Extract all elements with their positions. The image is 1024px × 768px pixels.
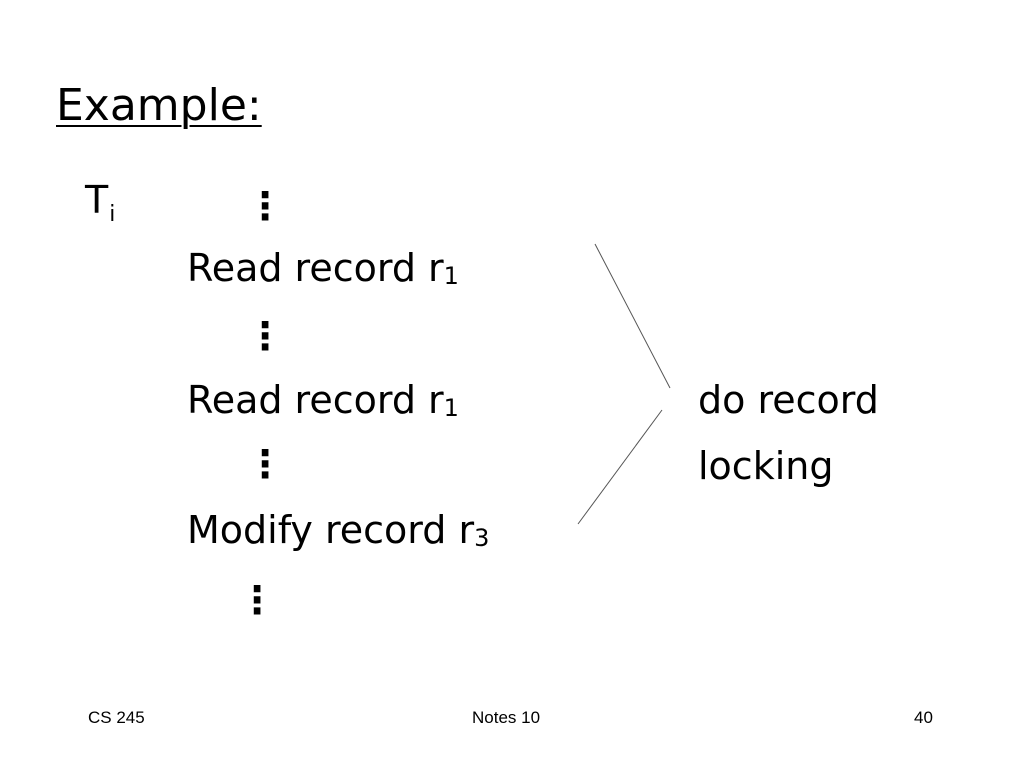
step-text: Read record r	[187, 246, 444, 290]
vertical-ellipsis: ⋮	[246, 442, 284, 486]
annotation-line-1: do record	[698, 378, 879, 422]
transaction-subscript: i	[109, 202, 116, 227]
step-subscript: 1	[443, 262, 459, 290]
annotation-line-2: locking	[698, 444, 834, 488]
vertical-ellipsis: ⋮	[246, 184, 284, 228]
bracket-lower-line	[577, 409, 663, 525]
transaction-label: Ti	[85, 178, 116, 229]
step-subscript: 1	[443, 394, 459, 422]
slide-title: Example:	[56, 80, 262, 131]
step-subscript: 3	[474, 524, 490, 552]
footer-course: CS 245	[88, 708, 145, 727]
footer-notes: Notes 10	[472, 708, 541, 727]
bracket-upper-line	[594, 243, 671, 389]
transaction-name: T	[85, 178, 109, 222]
step-read-record-2: Read record r1	[187, 378, 459, 422]
footer-page-number: 40	[914, 708, 933, 727]
step-text: Read record r	[187, 378, 444, 422]
step-modify-record: Modify record r3	[187, 508, 489, 552]
vertical-ellipsis: ⋮	[246, 314, 284, 358]
step-read-record-1: Read record r1	[187, 246, 459, 290]
vertical-ellipsis: ⋮	[238, 578, 276, 622]
step-text: Modify record r	[187, 508, 475, 552]
